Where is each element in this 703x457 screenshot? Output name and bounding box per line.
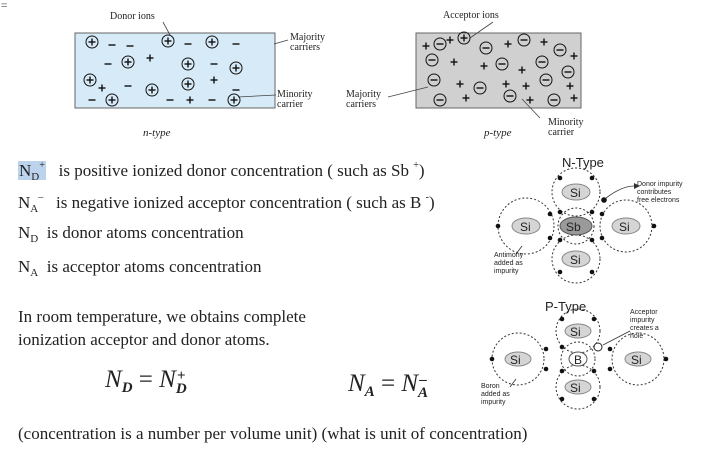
definition-nd-plus: ND+ is positive ionized donor concentrat…: [18, 160, 425, 183]
n-si-left: Si: [520, 220, 531, 234]
p-si-bottom: Si: [570, 381, 581, 395]
minority-carrier-p-label: Minority carrier: [548, 117, 584, 138]
n-si-right: Si: [619, 220, 630, 234]
p-type-title: P-Type: [545, 299, 587, 314]
donor-ions: [83, 34, 243, 107]
p-si-right: Si: [631, 353, 642, 367]
nd-plus-symbol: ND+: [18, 160, 46, 183]
acceptor-ions-label: Acceptor ions: [443, 10, 499, 21]
paragraph-line2: ionization acceptor and donor atoms.: [18, 330, 270, 349]
antimony-note: Antimony added as impurity: [494, 252, 524, 275]
donor-impurity-note: Donor impurity contributes free electron…: [637, 181, 683, 204]
donor-ions-label: Donor ions: [110, 11, 155, 22]
definition-na-minus: NA– is negative ionized acceptor concent…: [18, 192, 435, 215]
p-type-figure: [489, 308, 669, 410]
definition-nd: ND is donor atoms concentration: [18, 223, 244, 245]
n-type-label: n-type: [143, 127, 171, 139]
definition-na: NA is acceptor atoms concentration: [18, 257, 262, 279]
paragraph-line1: In room temperature, we obtains complete: [18, 307, 306, 326]
p-type-label: p-type: [484, 127, 512, 139]
corner-mark: =: [1, 0, 8, 12]
equation-na: NA = N–A: [348, 370, 429, 401]
majority-carriers-n-label: Majority carriers: [290, 32, 325, 53]
acceptor-impurity-note: Acceptor impurity creates a hole: [630, 309, 659, 340]
n-type-title: N-Type: [562, 155, 604, 170]
equation-nd: ND = N+D: [105, 366, 187, 397]
n-si-top: Si: [570, 186, 581, 200]
n-sb-center: Sb: [566, 220, 581, 234]
p-si-left: Si: [510, 353, 521, 367]
minority-carrier-n-label: Minority carrier: [277, 89, 313, 110]
footer-note: (concentration is a number per volume un…: [18, 424, 528, 443]
p-si-top: Si: [570, 325, 581, 339]
boron-note: Boron added as impurity: [481, 383, 510, 406]
acceptor-ions: [422, 31, 578, 107]
majority-carriers-p-label: Majority carriers: [346, 89, 381, 110]
np-carrier-diagram: [74, 21, 582, 119]
n-type-figure: [495, 167, 657, 284]
p-b-center: B: [574, 353, 583, 367]
n-si-bottom: Si: [570, 253, 581, 267]
